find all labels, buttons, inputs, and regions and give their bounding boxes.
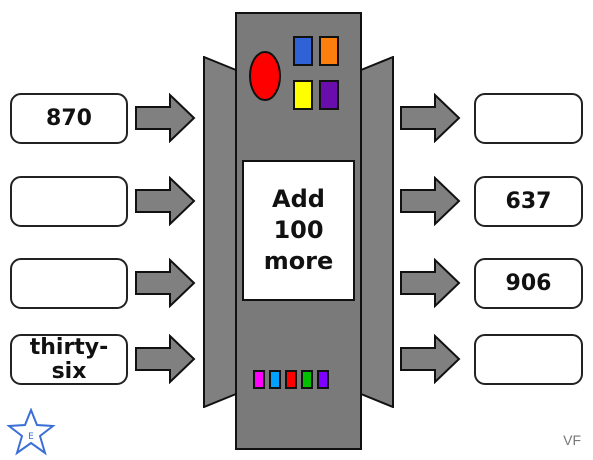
arrow-right-icon [400, 258, 461, 308]
star-letter: E [28, 432, 34, 442]
led-magenta [253, 370, 265, 389]
output-box-2[interactable]: 637 [474, 176, 583, 227]
input-box-2[interactable] [10, 176, 128, 227]
input-value-4: thirty- six [29, 334, 109, 384]
rule-line-3: more [263, 247, 334, 275]
rule-screen: Add 100 more [242, 160, 355, 301]
output-box-4[interactable] [474, 334, 583, 385]
led-green [301, 370, 313, 389]
machine-right-wing [360, 56, 394, 408]
output-box-3[interactable]: 906 [474, 258, 583, 309]
input-box-1[interactable]: 870 [10, 93, 128, 144]
blue-button [293, 36, 313, 66]
input-value-1: 870 [46, 105, 92, 131]
arrow-right-icon [400, 93, 461, 143]
input-box-4[interactable]: thirty- six [10, 334, 128, 385]
machine-left-wing [203, 56, 237, 408]
orange-button [319, 36, 339, 66]
arrow-right-icon [400, 176, 461, 226]
led-purple [317, 370, 329, 389]
arrow-right-icon [400, 334, 461, 384]
arrow-right-icon [135, 93, 196, 143]
led-cyan [269, 370, 281, 389]
led-red [285, 370, 297, 389]
rule-line-1: Add [272, 185, 325, 213]
rule-line-2: 100 [273, 216, 324, 244]
arrow-right-icon [135, 176, 196, 226]
yellow-button [293, 80, 313, 110]
arrow-right-icon [135, 334, 196, 384]
arrow-right-icon [135, 258, 196, 308]
star-logo-icon: E [6, 408, 56, 456]
input-box-3[interactable] [10, 258, 128, 309]
output-value-2: 637 [505, 188, 552, 214]
red-light-icon [249, 51, 281, 101]
output-value-3: 906 [505, 270, 552, 296]
output-box-1[interactable] [474, 93, 583, 144]
purple-button [319, 80, 339, 110]
author-initials: VF [563, 432, 581, 448]
